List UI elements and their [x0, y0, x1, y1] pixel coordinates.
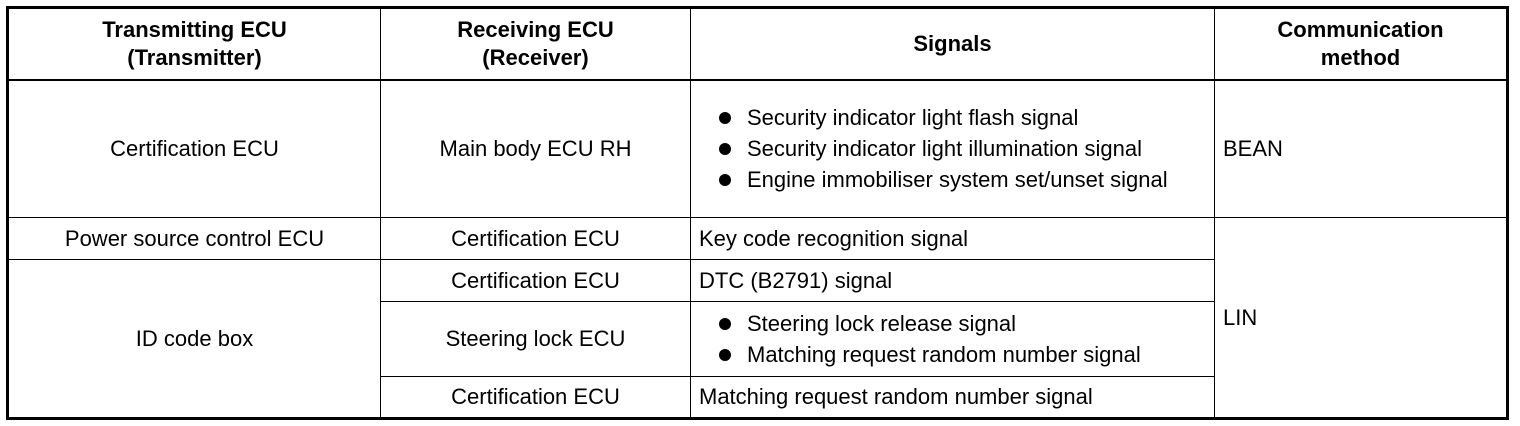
header-method: Communication method: [1214, 7, 1508, 81]
receiver-cell: Certification ECU: [380, 259, 691, 302]
header-row: Transmitting ECU (Transmitter) Receiving…: [7, 7, 1508, 81]
header-method-line2: method: [1320, 44, 1401, 70]
table-row: Power source control ECU Certification E…: [7, 217, 1508, 419]
receiver-cell: Steering lock ECU: [380, 301, 691, 377]
header-method-line1: Communication: [1277, 16, 1444, 42]
signal-list: Steering lock release signal Matching re…: [699, 308, 1206, 370]
signal-list-item: Security indicator light illumination si…: [699, 133, 1206, 164]
receiver-cell: Certification ECU: [380, 217, 691, 260]
header-signals: Signals: [690, 7, 1215, 81]
header-transmitter: Transmitting ECU (Transmitter): [7, 7, 381, 81]
signals-cell: DTC (B2791) signal: [690, 259, 1215, 302]
header-transmitter-line1: Transmitting ECU: [102, 16, 287, 42]
signal-list-item: Security indicator light flash signal: [699, 102, 1206, 133]
signals-cell: Matching request random number signal: [690, 376, 1215, 419]
table-row: Certification ECU Matching request rando…: [8, 376, 1508, 419]
method-cell: BEAN: [1214, 79, 1508, 218]
header-transmitter-line2: (Transmitter): [127, 44, 262, 70]
method-cell: LIN: [1214, 217, 1508, 419]
transmitter-cell: ID code box: [7, 259, 381, 419]
header-receiver-line1: Receiving ECU: [457, 16, 614, 42]
signal-list-item: Matching request random number signal: [699, 339, 1206, 370]
header-receiver-line2: (Receiver): [482, 44, 589, 70]
signals-cell: Security indicator light flash signal Se…: [690, 79, 1215, 218]
signal-list-item: Engine immobiliser system set/unset sign…: [699, 164, 1206, 195]
table-row: ID code box Certification ECU DTC (B2791…: [7, 259, 1508, 419]
signal-list: Security indicator light flash signal Se…: [699, 102, 1206, 195]
signal-list-item: Steering lock release signal: [699, 308, 1206, 339]
header-receiver: Receiving ECU (Receiver): [380, 7, 691, 81]
table-row: Certification ECU Main body ECU RH Secur…: [7, 79, 1508, 218]
communication-table: Transmitting ECU (Transmitter) Receiving…: [6, 6, 1509, 420]
receiver-cell: Main body ECU RH: [380, 79, 691, 218]
transmitter-cell: Certification ECU: [7, 79, 381, 218]
signals-cell: Steering lock release signal Matching re…: [690, 301, 1215, 377]
receiver-cell: Certification ECU: [380, 376, 691, 419]
signals-cell: Key code recognition signal: [690, 217, 1215, 260]
transmitter-cell: Power source control ECU: [7, 217, 381, 260]
